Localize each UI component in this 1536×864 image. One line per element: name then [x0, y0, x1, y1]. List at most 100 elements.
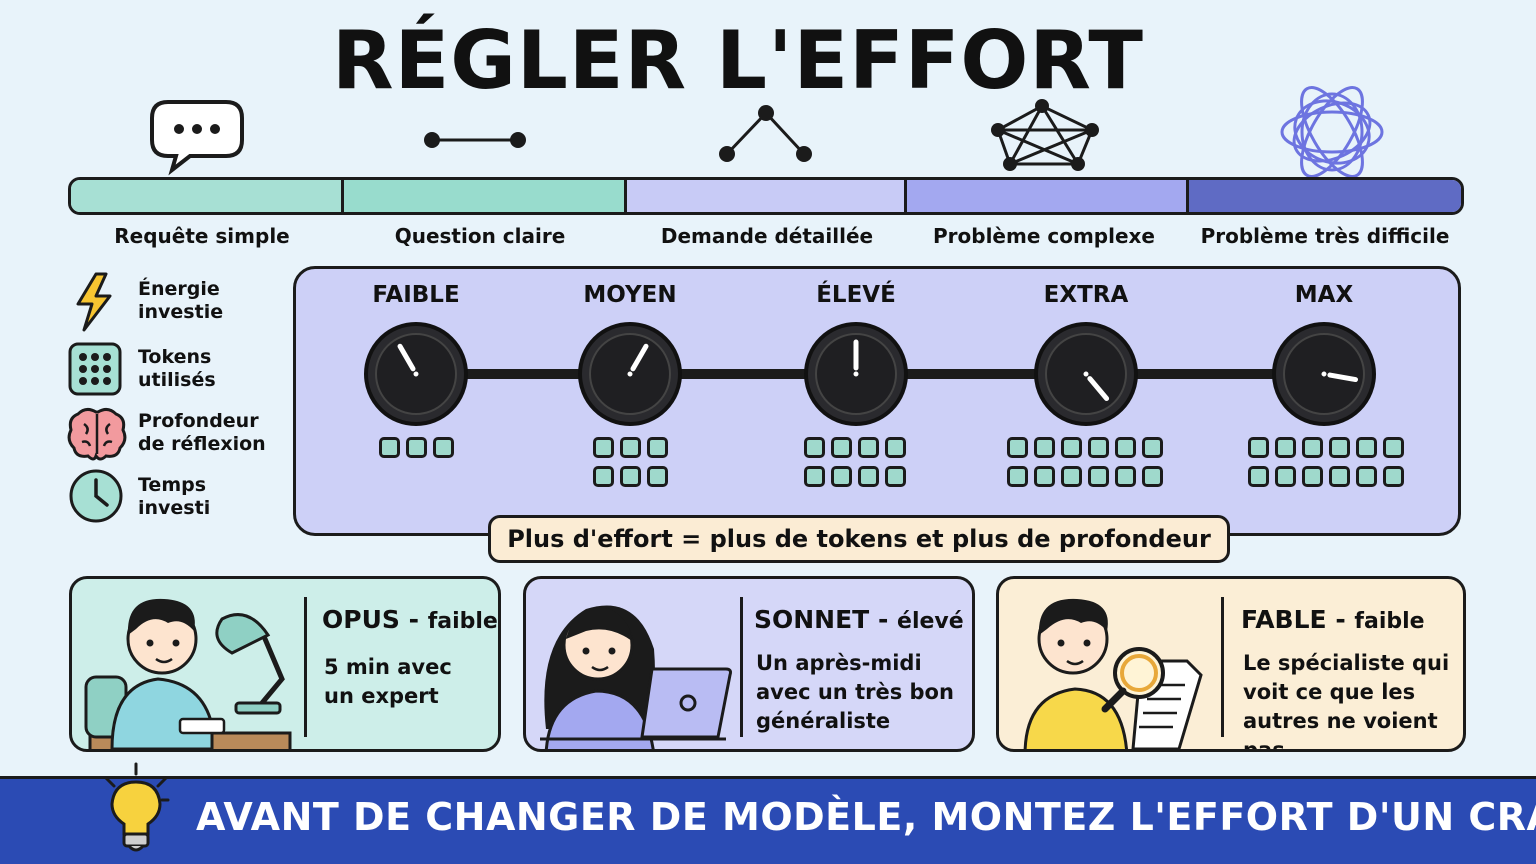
model-sep: -	[1326, 605, 1355, 634]
token-blocks	[1007, 437, 1163, 487]
model-card-sonnet: SONNET - élevé Un après-midi avec un trè…	[523, 576, 975, 752]
model-title: OPUS - faible	[322, 605, 498, 634]
token-block	[858, 466, 879, 487]
effort-label: ÉLEVÉ	[816, 282, 896, 308]
token-row	[378, 437, 454, 458]
effort-dial-moyen[interactable]	[576, 320, 684, 428]
token-block	[592, 466, 614, 487]
token-block	[1302, 466, 1323, 487]
effort-dial-eleve[interactable]	[802, 320, 910, 428]
legend-label: Profondeur de réflexion	[138, 410, 266, 455]
token-block	[1275, 466, 1296, 487]
effort-label: EXTRA	[1043, 282, 1129, 308]
bottom-banner	[0, 776, 1536, 864]
token-block	[1142, 437, 1163, 458]
difficulty-label: Problème très difficile	[1200, 224, 1450, 248]
difficulty-segment	[907, 180, 1189, 212]
token-block	[619, 466, 641, 487]
banner-message: AVANT DE CHANGER DE MODÈLE, MONTEZ L'EFF…	[196, 795, 1536, 839]
difficulty-segment	[627, 180, 907, 212]
lightbulb-icon	[104, 762, 170, 852]
token-block	[1034, 466, 1055, 487]
student-desk-lamp-illustration	[84, 598, 292, 749]
token-blocks	[800, 437, 910, 487]
token-block	[1302, 437, 1323, 458]
token-row	[1248, 466, 1404, 487]
token-block	[1115, 437, 1136, 458]
token-block	[1329, 437, 1350, 458]
token-blocks	[364, 437, 468, 458]
model-title: SONNET - élevé	[754, 605, 964, 634]
difficulty-label: Problème complexe	[932, 224, 1155, 248]
brain-icon	[67, 407, 127, 461]
effort-dial-max[interactable]	[1270, 320, 1378, 428]
model-effort-level: faible	[427, 609, 498, 634]
token-row	[1007, 437, 1163, 458]
token-block	[804, 466, 825, 487]
model-card-fable: FABLE - faible Le spécialiste qui voit c…	[996, 576, 1466, 752]
card-divider	[740, 597, 743, 737]
person-laptop-illustration	[540, 605, 732, 749]
difficulty-segment	[1189, 180, 1461, 212]
legend-label: Tokens utilisés	[138, 346, 216, 391]
token-block	[1329, 466, 1350, 487]
page-title: RÉGLER L'EFFORT	[332, 14, 1144, 107]
token-blocks	[580, 437, 680, 487]
model-sep: -	[399, 605, 428, 634]
token-block	[1034, 437, 1055, 458]
token-block	[1115, 466, 1136, 487]
legend-tokens: Tokens utilisés	[66, 340, 276, 400]
difficulty-label: Requête simple	[114, 224, 290, 248]
token-row	[592, 466, 668, 487]
model-description: 5 min avec un expert	[324, 655, 452, 708]
token-block	[885, 437, 906, 458]
token-block	[646, 466, 668, 487]
token-block	[378, 437, 400, 458]
model-description: Le spécialiste qui voit ce que les autre…	[1243, 651, 1450, 752]
token-row	[804, 466, 906, 487]
token-block	[831, 437, 852, 458]
clock-icon	[69, 469, 123, 523]
person-magnifier-illustration	[1023, 598, 1203, 749]
model-sep: -	[869, 605, 898, 634]
token-block	[804, 437, 825, 458]
effort-label: FAIBLE	[372, 282, 460, 308]
effort-dial-faible[interactable]	[362, 320, 470, 428]
token-block	[405, 437, 427, 458]
token-block	[1356, 466, 1377, 487]
card-divider	[304, 597, 307, 737]
speech-bubble-icon	[150, 100, 244, 176]
effort-dial-extra[interactable]	[1032, 320, 1140, 428]
token-block	[885, 466, 906, 487]
effort-note: Plus d'effort = plus de tokens et plus d…	[488, 515, 1230, 563]
model-effort-level: élevé	[897, 609, 964, 634]
token-block	[1356, 437, 1377, 458]
grid-icon	[68, 342, 122, 396]
token-block	[1061, 466, 1082, 487]
token-block	[1275, 437, 1296, 458]
legend-label: Énergie investie	[138, 278, 224, 323]
model-card-opus: OPUS - faible 5 min avec un expert	[69, 576, 501, 752]
difficulty-segment	[344, 180, 627, 212]
difficulty-segment	[71, 180, 344, 212]
token-block	[592, 437, 614, 458]
model-name: OPUS	[322, 605, 400, 634]
model-effort-level: faible	[1354, 609, 1425, 634]
three-node-icon	[719, 105, 812, 162]
network-icon	[991, 99, 1099, 171]
token-block	[619, 437, 641, 458]
model-title: FABLE - faible	[1241, 605, 1425, 634]
token-block	[1061, 437, 1082, 458]
effort-label: MOYEN	[583, 282, 677, 308]
token-blocks	[1246, 437, 1406, 487]
difficulty-label: Demande détaillée	[660, 224, 874, 248]
legend-energy: Énergie investie	[66, 272, 276, 332]
token-block	[1248, 437, 1269, 458]
token-row	[1007, 466, 1163, 487]
lightning-icon	[76, 272, 112, 332]
token-block	[432, 437, 454, 458]
legend-depth: Profondeur de réflexion	[66, 404, 276, 464]
token-block	[1142, 466, 1163, 487]
model-name: FABLE	[1241, 605, 1327, 634]
token-block	[831, 466, 852, 487]
